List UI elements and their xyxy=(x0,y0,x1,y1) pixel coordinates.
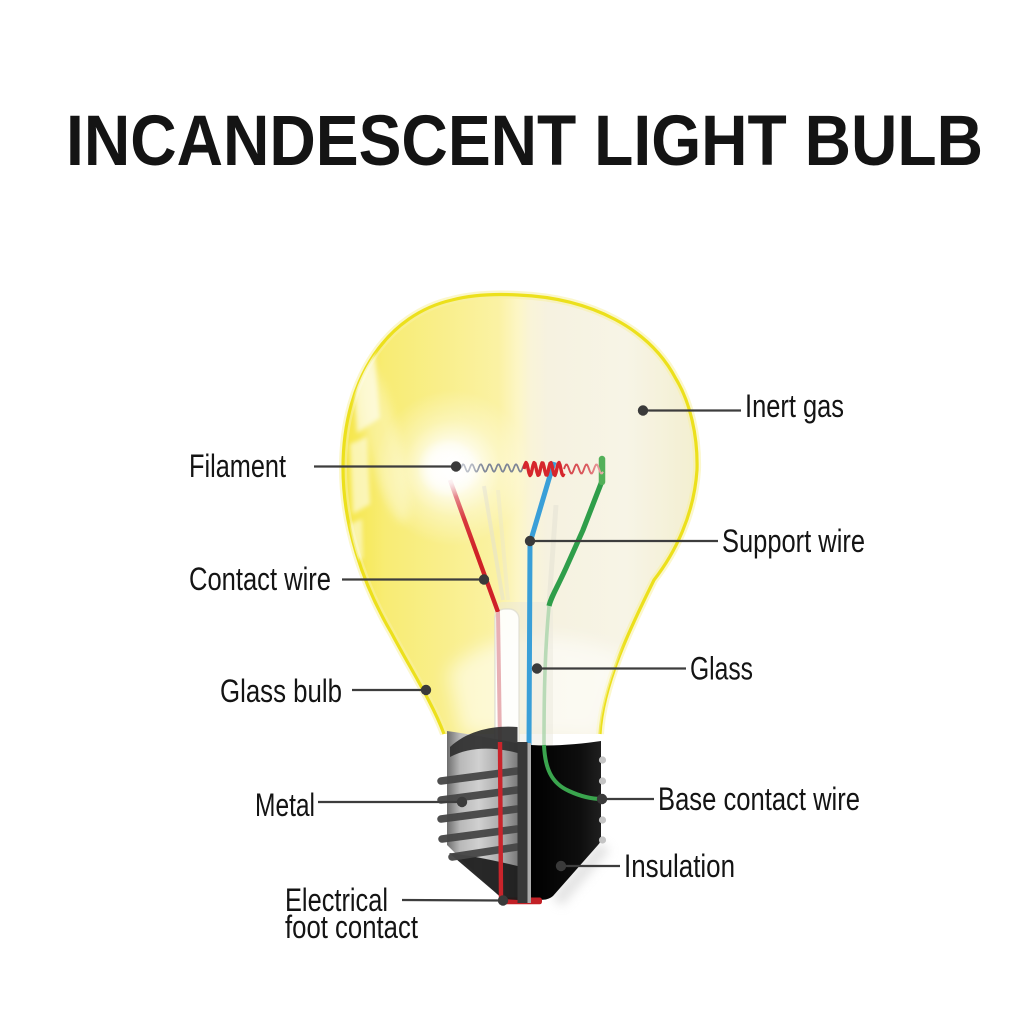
svg-text:Base contact wire: Base contact wire xyxy=(658,781,860,817)
svg-text:Filament: Filament xyxy=(189,448,286,484)
svg-text:INCANDESCENT LIGHT BULB: INCANDESCENT LIGHT BULB xyxy=(66,102,983,181)
svg-text:Insulation: Insulation xyxy=(624,848,735,884)
svg-text:Support wire: Support wire xyxy=(722,523,865,559)
svg-text:Inert gas: Inert gas xyxy=(745,388,844,424)
svg-text:Glass bulb: Glass bulb xyxy=(220,673,342,709)
svg-text:foot contact: foot contact xyxy=(285,909,418,945)
svg-text:Contact wire: Contact wire xyxy=(189,561,331,597)
svg-text:Glass: Glass xyxy=(690,651,753,687)
svg-text:Electrical: Electrical xyxy=(285,882,388,918)
svg-text:Metal: Metal xyxy=(255,787,315,823)
